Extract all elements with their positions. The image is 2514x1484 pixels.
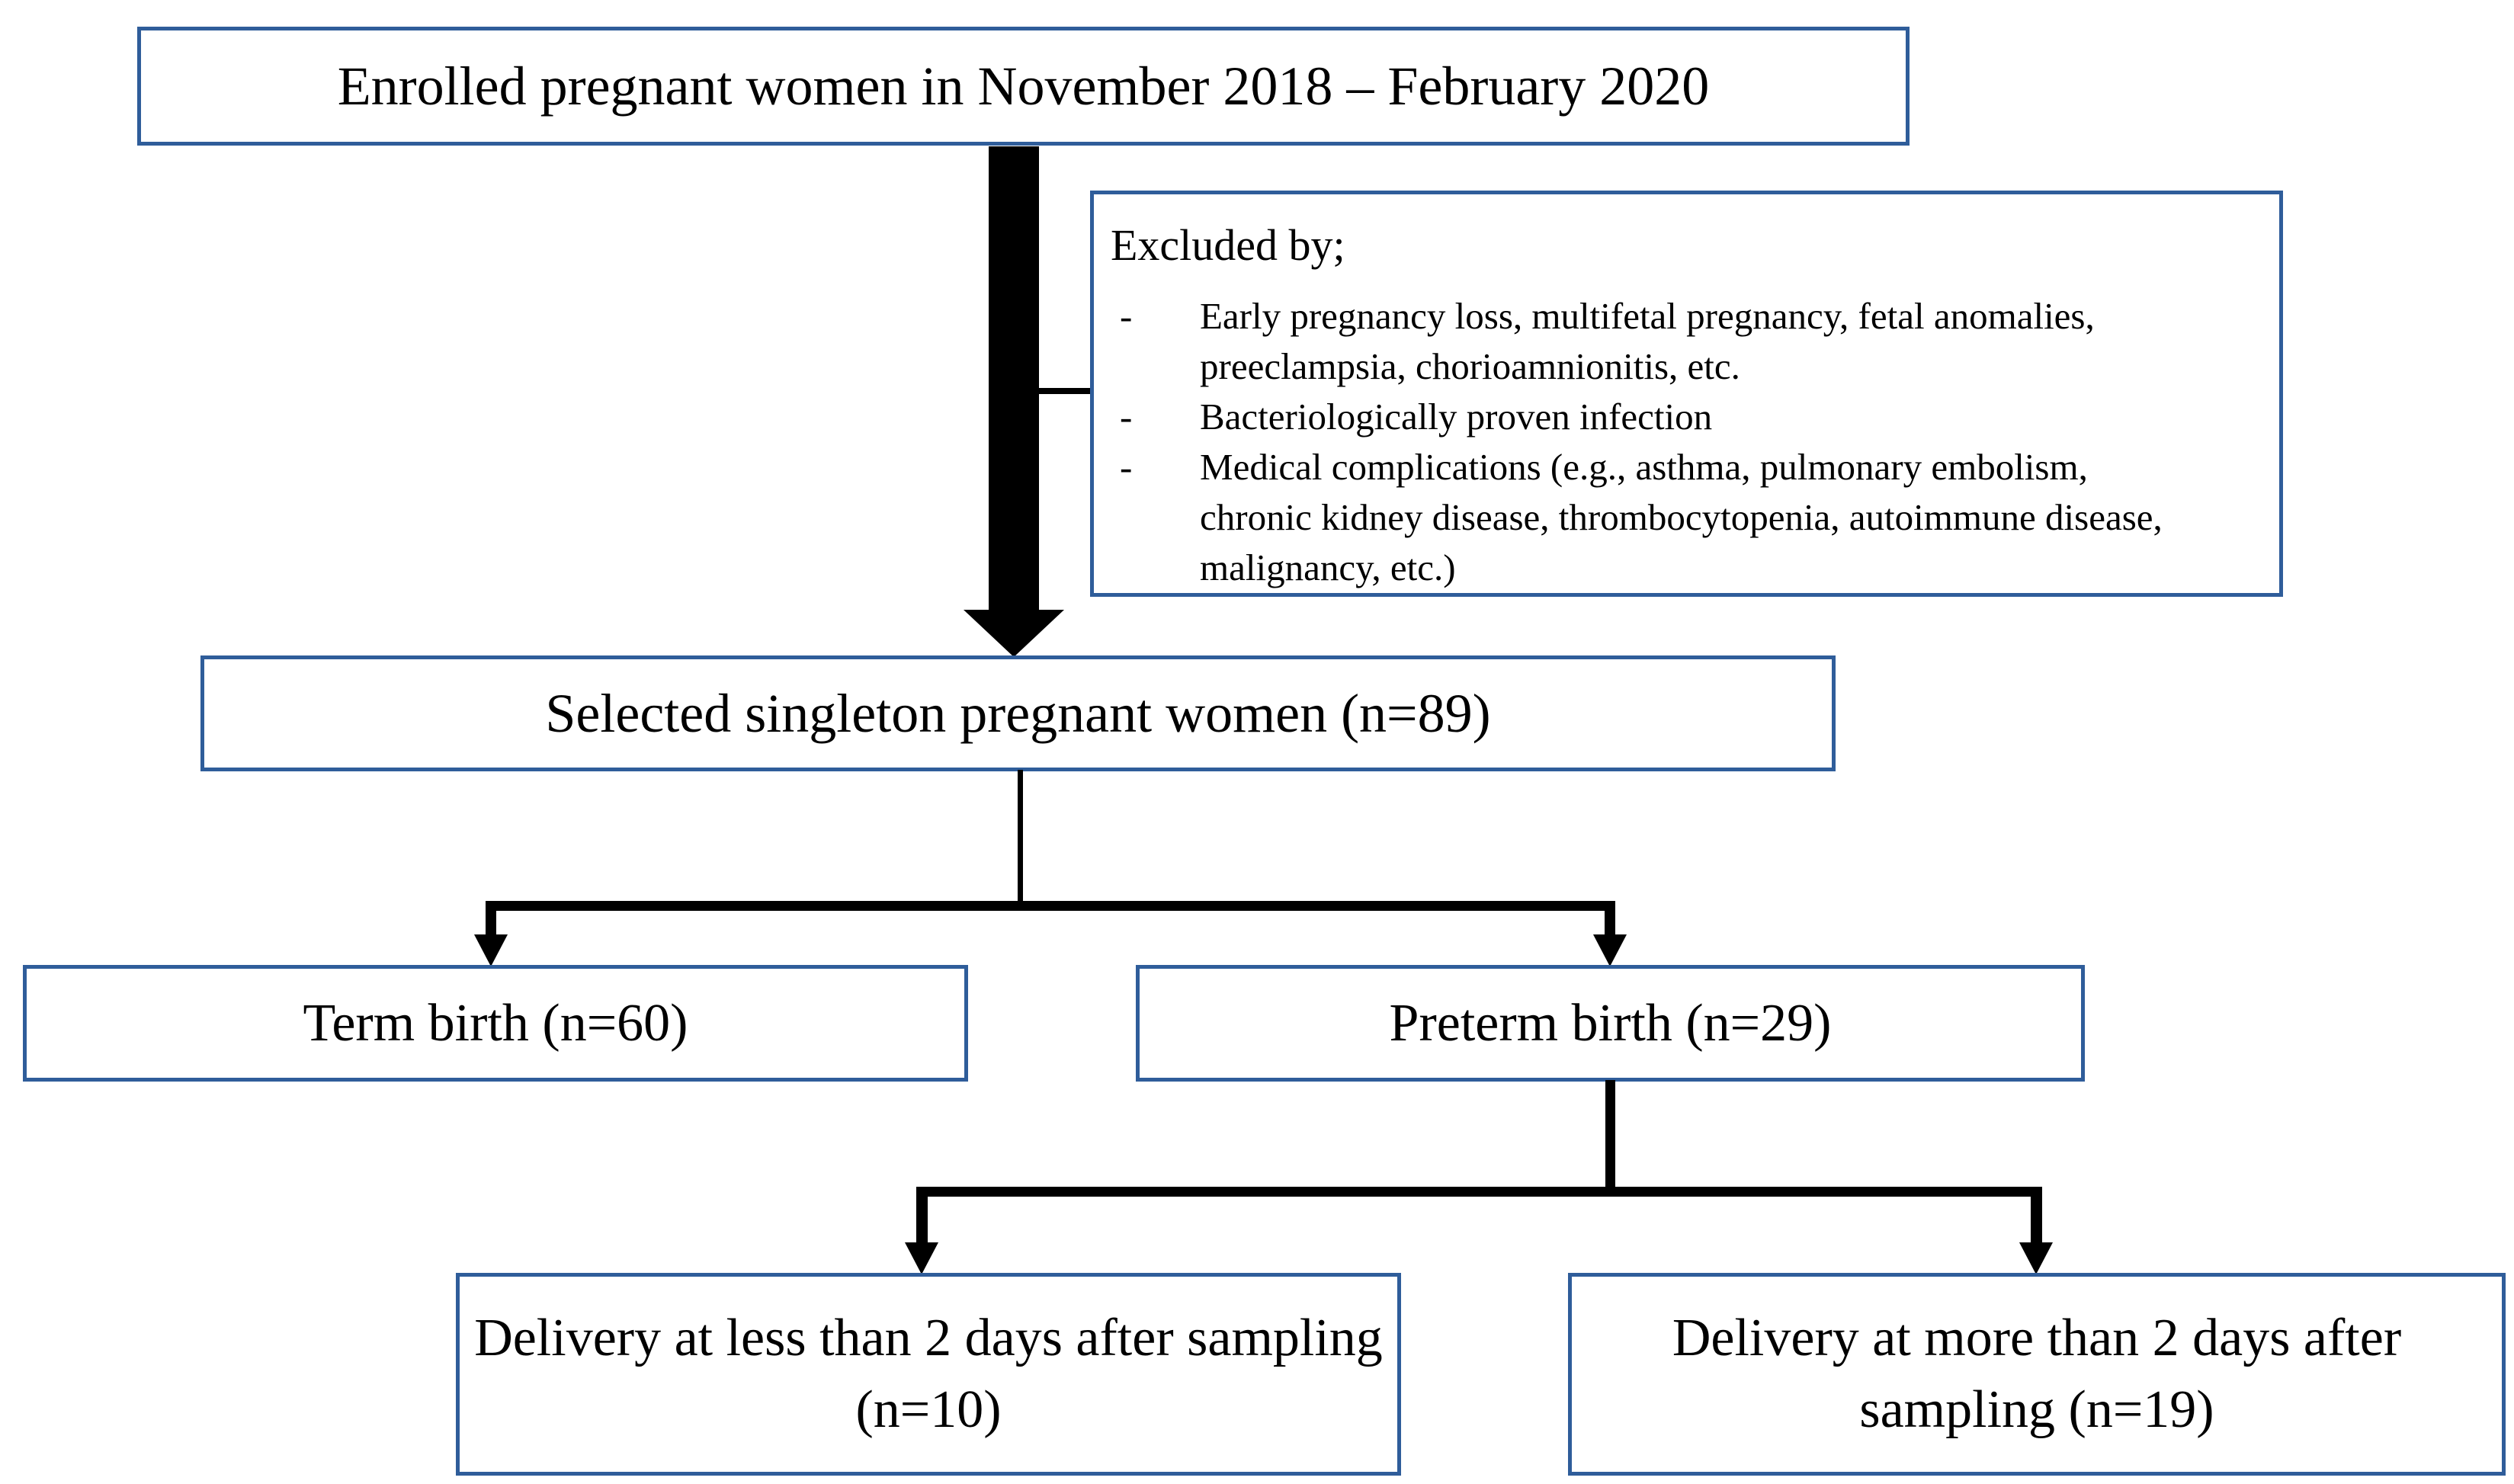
term-birth-box: Term birth (n=60) — [23, 965, 968, 1082]
excluded-bullet-1: - Early pregnancy loss, multifetal pregn… — [1109, 291, 2256, 392]
arrowhead-down-icon — [2019, 1242, 2053, 1274]
branch1-left-stem — [486, 901, 496, 936]
excluded-heading: Excluded by; — [1111, 220, 1345, 270]
delivery-more-label: Delivery at more than 2 days after sampl… — [1672, 1308, 2402, 1440]
excluded-box: Excluded by; - Early pregnancy loss, mul… — [1090, 191, 2283, 597]
preterm-branch-line — [1605, 1080, 1615, 1188]
delivery-less-label: Delivery at less than 2 days after sampl… — [474, 1308, 1383, 1440]
delivery-less-box: Delivery at less than 2 days after sampl… — [456, 1273, 1401, 1476]
branch2-right-stem — [2031, 1187, 2042, 1244]
branch2-left-stem — [916, 1187, 928, 1244]
selected-label: Selected singleton pregnant women (n=89) — [545, 682, 1491, 744]
enrolled-box: Enrolled pregnant women in November 2018… — [137, 27, 1910, 146]
enrolled-label: Enrolled pregnant women in November 2018… — [337, 55, 1710, 117]
arrowhead-down-icon — [474, 934, 508, 966]
preterm-birth-label: Preterm birth (n=29) — [1389, 993, 1832, 1053]
big-down-arrow-head-icon — [964, 610, 1064, 657]
excluded-bullet-1-text: Early pregnancy loss, multifetal pregnan… — [1200, 294, 2095, 387]
delivery-more-box: Delivery at more than 2 days after sampl… — [1568, 1273, 2506, 1476]
selected-branch-line — [1018, 770, 1023, 902]
bullet-dash-icon: - — [1120, 445, 1133, 488]
excluded-connector-line — [1037, 388, 1092, 394]
branch2-horizontal-line — [916, 1187, 2042, 1197]
bullet-dash-icon: - — [1120, 395, 1133, 438]
big-down-arrow-shaft — [989, 146, 1039, 610]
selected-box: Selected singleton pregnant women (n=89) — [200, 655, 1836, 771]
preterm-birth-box: Preterm birth (n=29) — [1136, 965, 2085, 1082]
branch1-horizontal-line — [486, 901, 1615, 911]
excluded-bullet-2: - Bacteriologically proven infection — [1109, 392, 2256, 442]
excluded-bullet-3: - Medical complications (e.g., asthma, p… — [1109, 442, 2256, 593]
arrowhead-down-icon — [905, 1242, 938, 1274]
branch1-right-stem — [1605, 901, 1615, 936]
excluded-bullet-3-text: Medical complications (e.g., asthma, pul… — [1200, 445, 2163, 588]
term-birth-label: Term birth (n=60) — [303, 993, 688, 1053]
bullet-dash-icon: - — [1120, 294, 1133, 337]
arrowhead-down-icon — [1593, 934, 1627, 966]
excluded-bullet-2-text: Bacteriologically proven infection — [1200, 395, 1713, 438]
